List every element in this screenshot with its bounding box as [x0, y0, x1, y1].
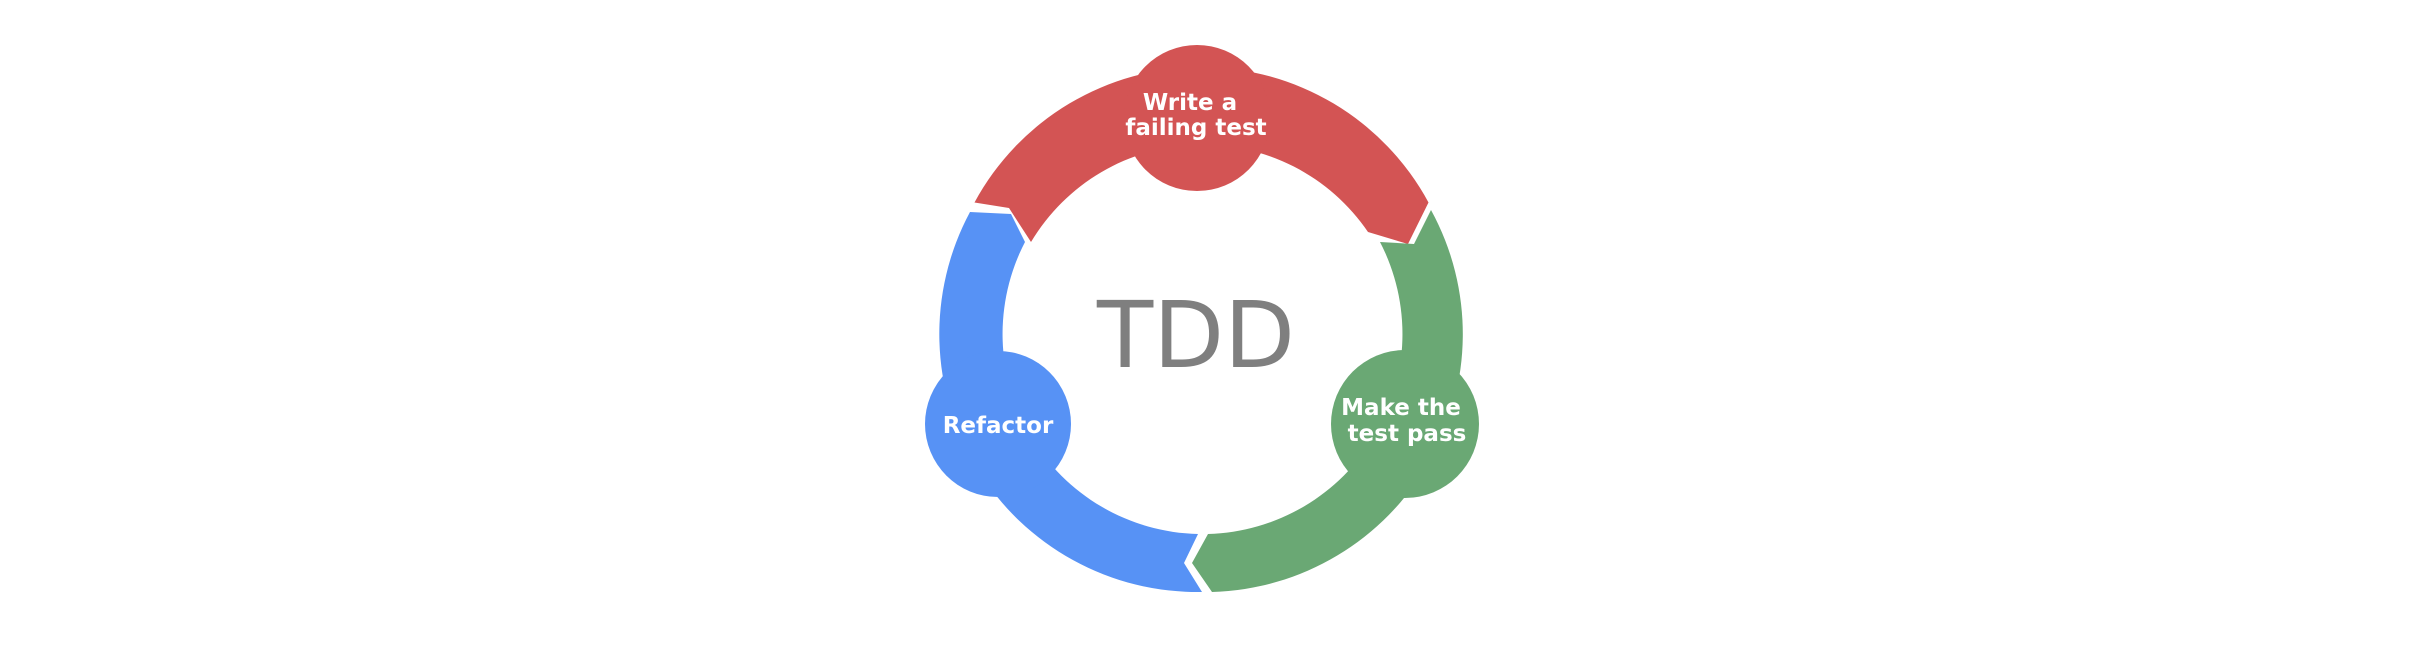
step-node-refactor [925, 351, 1071, 497]
step-label-refactor: Refactor [943, 413, 1054, 439]
center-label: TDD [1096, 282, 1295, 389]
step-segment-write-failing-test [974, 67, 1429, 244]
step-label-write-failing-test: Write a failing test [1125, 90, 1266, 141]
step-node-write-failing-test [1124, 45, 1270, 191]
step-label-make-test-pass: Make the test pass [1341, 395, 1469, 447]
step-node-make-test-pass [1331, 350, 1479, 498]
step-segment-refactor [939, 212, 1202, 593]
